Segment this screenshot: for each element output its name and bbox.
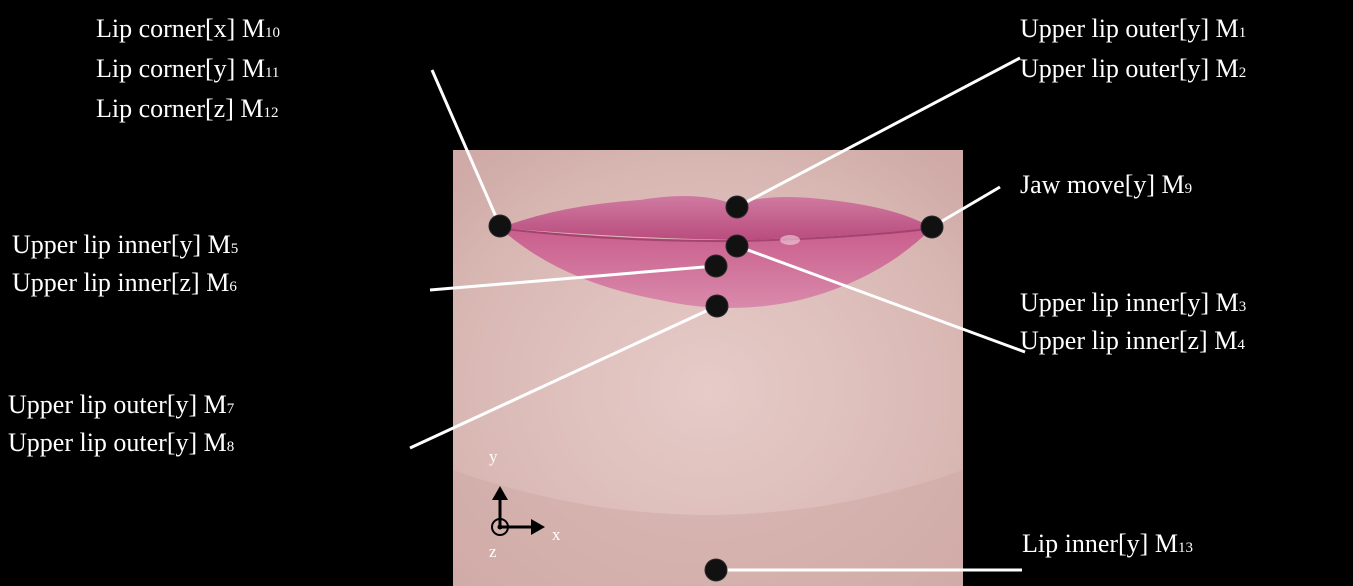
label-sub: 3: [1239, 299, 1247, 315]
marker-lip-corner-left: [489, 215, 511, 237]
label-sub: 9: [1185, 181, 1193, 197]
label-jaw-move-y: Jaw move[y] M9: [1020, 168, 1192, 206]
axis-label-y: y: [489, 447, 498, 466]
marker-chin: [705, 559, 727, 581]
label-text: Upper lip outer[y] M: [1020, 14, 1239, 43]
label-upper-lip-outer-y-right-1: Upper lip outer[y] M1: [1020, 12, 1246, 50]
label-upper-lip-inner-y-right: Upper lip inner[y] M3: [1020, 286, 1246, 324]
marker-upper-lip-inner-right: [726, 235, 748, 257]
marker-upper-lip-inner-left: [705, 255, 727, 277]
label-sub: 8: [227, 439, 235, 455]
label-lip-inner-y: Lip inner[y] M13: [1022, 527, 1193, 565]
label-text: Upper lip outer[y] M: [8, 390, 227, 419]
label-text: Lip corner[x] M: [96, 14, 265, 43]
label-upper-lip-outer-y-left-1: Upper lip outer[y] M7: [8, 388, 234, 426]
label-sub: 10: [265, 25, 280, 41]
label-text: Lip inner[y] M: [1022, 529, 1178, 558]
label-upper-lip-inner-z-right: Upper lip inner[z] M4: [1020, 324, 1245, 362]
label-sub: 4: [1237, 337, 1245, 353]
label-text: Upper lip outer[y] M: [8, 428, 227, 457]
marker-upper-lip-outer-top: [726, 196, 748, 218]
label-sub: 1: [1239, 25, 1247, 41]
label-text: Lip corner[y] M: [96, 54, 265, 83]
label-lip-corner-x: Lip corner[x] M10: [96, 12, 280, 50]
label-sub: 7: [227, 401, 235, 417]
label-sub: 12: [263, 105, 278, 121]
label-text: Upper lip outer[y] M: [1020, 54, 1239, 83]
label-sub: 11: [265, 65, 279, 81]
label-upper-lip-outer-y-right-2: Upper lip outer[y] M2: [1020, 52, 1246, 90]
label-text: Jaw move[y] M: [1020, 170, 1185, 199]
label-lip-corner-z: Lip corner[z] M12: [96, 92, 278, 130]
label-text: Upper lip inner[z] M: [12, 268, 229, 297]
label-sub: 5: [231, 241, 239, 257]
label-lip-corner-y: Lip corner[y] M11: [96, 52, 279, 90]
label-text: Upper lip inner[z] M: [1020, 326, 1237, 355]
label-upper-lip-inner-y-left: Upper lip inner[y] M5: [12, 228, 238, 266]
face-photo: [453, 150, 963, 586]
label-text: Upper lip inner[y] M: [1020, 288, 1239, 317]
label-sub: 13: [1178, 540, 1193, 556]
label-text: Lip corner[z] M: [96, 94, 263, 123]
marker-lower-lip: [706, 295, 728, 317]
label-sub: 6: [229, 279, 237, 295]
label-upper-lip-outer-y-left-2: Upper lip outer[y] M8: [8, 426, 234, 464]
label-sub: 2: [1239, 65, 1247, 81]
label-text: Upper lip inner[y] M: [12, 230, 231, 259]
label-upper-lip-inner-z-left: Upper lip inner[z] M6: [12, 266, 237, 304]
axis-label-x: x: [552, 525, 561, 544]
axis-label-z: z: [489, 542, 497, 561]
marker-lip-corner-right: [921, 216, 943, 238]
